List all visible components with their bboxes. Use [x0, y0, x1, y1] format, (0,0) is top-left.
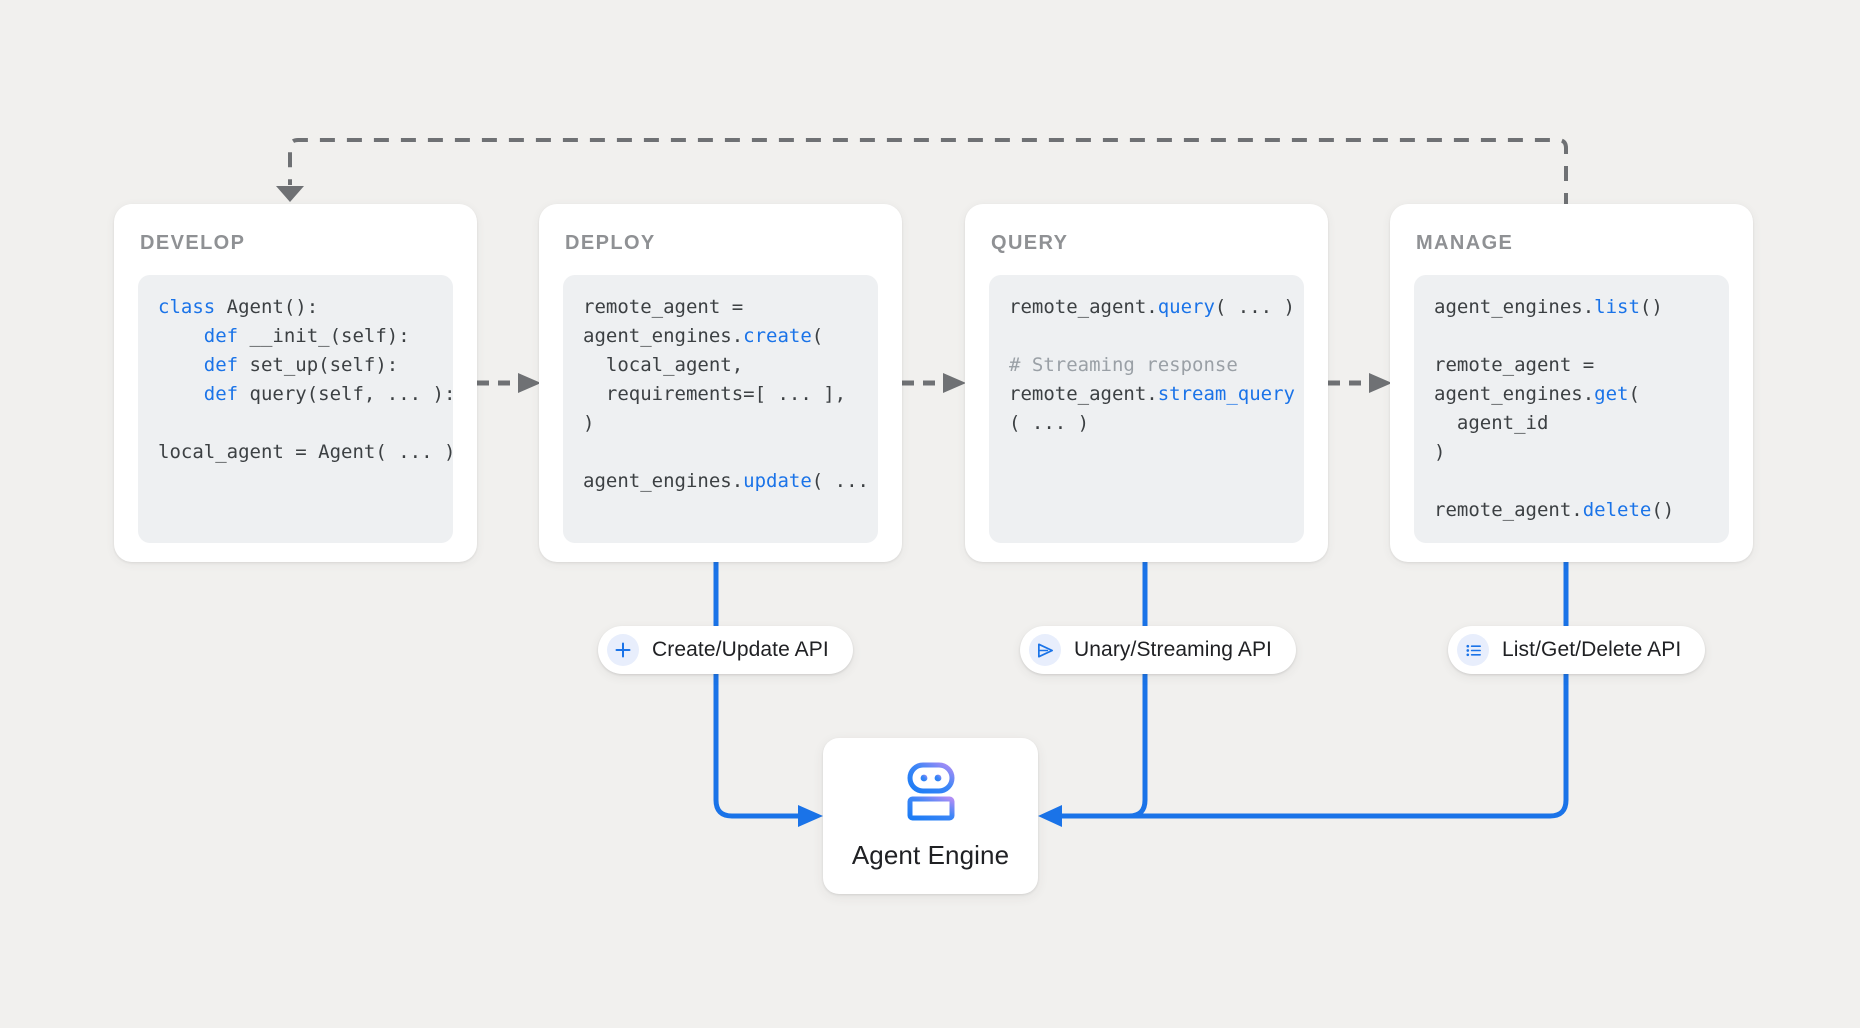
api-pill-label: Unary/Streaming API: [1074, 638, 1272, 661]
flow-arrow-query-manage: [1328, 373, 1392, 393]
blue-connector-query: [1070, 560, 1148, 819]
code-block-query: remote_agent.query( ... ) # Streaming re…: [989, 275, 1304, 543]
stage-card-deploy[interactable]: DEPLOY remote_agent = agent_engines.crea…: [539, 204, 902, 562]
api-pill-unary-streaming[interactable]: Unary/Streaming API: [1020, 626, 1296, 674]
stage-title-deploy: DEPLOY: [565, 232, 656, 254]
code-block-develop: class Agent(): def __init_(self): def se…: [138, 275, 453, 543]
plus-icon: [607, 634, 639, 666]
agent-engine-label: Agent Engine: [851, 840, 1010, 870]
agent-engine-node[interactable]: Agent Engine: [823, 738, 1038, 894]
stage-card-manage[interactable]: MANAGE agent_engines.list() remote_agent…: [1390, 204, 1753, 562]
code-block-manage: agent_engines.list() remote_agent = agen…: [1414, 275, 1729, 543]
stage-title-develop: DEVELOP: [140, 232, 246, 254]
stage-title-manage: MANAGE: [1416, 232, 1514, 254]
flow-arrow-deploy-query: [902, 373, 966, 393]
blue-connector-manage: [1038, 560, 1569, 827]
code-block-deploy: remote_agent = agent_engines.create( loc…: [563, 275, 878, 543]
robot-icon: [899, 761, 963, 826]
flow-arrow-develop-deploy: [477, 373, 541, 393]
api-pill-create-update[interactable]: Create/Update API: [598, 626, 853, 674]
stage-card-query[interactable]: QUERY remote_agent.query( ... ) # Stream…: [965, 204, 1328, 562]
api-pill-list-get-delete[interactable]: List/Get/Delete API: [1448, 626, 1706, 674]
stage-title-query: QUERY: [991, 232, 1069, 254]
list-icon: [1457, 634, 1489, 666]
feedback-loop-arrow: [276, 138, 1568, 208]
send-icon: [1029, 634, 1061, 666]
api-pill-label: List/Get/Delete API: [1502, 638, 1682, 661]
api-pill-label: Create/Update API: [652, 638, 829, 661]
stage-card-develop[interactable]: DEVELOP class Agent(): def __init_(self)…: [114, 204, 477, 562]
blue-connector-deploy: [713, 560, 823, 827]
